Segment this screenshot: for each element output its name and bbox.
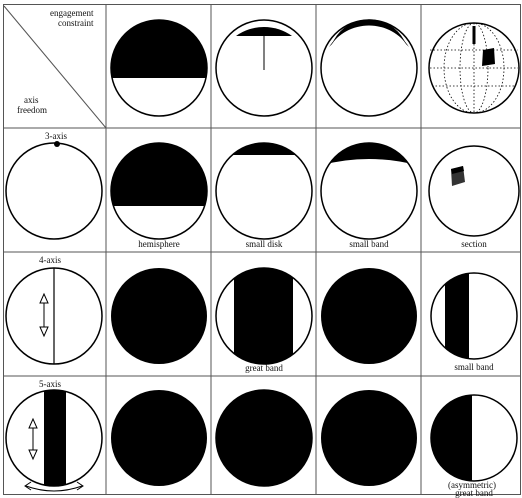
- sphere-asymmetric-great-band: [428, 394, 517, 484]
- sphere-full-4-axis-b: [321, 268, 417, 364]
- sphere-great-band: [216, 266, 312, 368]
- axis-pivot-dot: [54, 141, 60, 147]
- sphere-small-band-4-axis: [431, 270, 517, 362]
- double-arrow-icon: [40, 294, 48, 336]
- sphere-full-5-axis-b: [216, 388, 312, 488]
- caption-great-band: great band: [245, 364, 283, 373]
- caption-small-band-4-axis: small band: [454, 363, 493, 372]
- sphere-section-constraint: [429, 23, 519, 113]
- row-label-4-axis: 4-axis: [39, 256, 61, 265]
- caption-hemisphere: hemisphere: [138, 240, 179, 249]
- sphere-5-axis: [6, 388, 102, 491]
- sphere-small-band: [318, 143, 420, 239]
- caption-asymmetric-line2: great band: [455, 489, 493, 497]
- caption-section: section: [461, 240, 487, 249]
- row-label-5-axis: 5-axis: [39, 380, 61, 389]
- sphere-full-5-axis-a: [111, 390, 207, 486]
- sphere-small-disk-constraint: [216, 20, 312, 116]
- column-heading-line2: constraint: [58, 19, 94, 28]
- sphere-small-band-constraint: [321, 19, 417, 116]
- caption-small-band: small band: [349, 240, 388, 249]
- sphere-4-axis: [6, 268, 102, 364]
- row-heading-line2: freedom: [17, 106, 47, 115]
- row-label-3-axis: 3-axis: [45, 132, 67, 141]
- sphere-section: [429, 146, 519, 236]
- row-heading-line1: axis: [24, 96, 39, 105]
- sphere-3-axis: [6, 141, 102, 239]
- sphere-hemisphere: [106, 140, 212, 239]
- sphere-full-4-axis-a: [111, 268, 207, 364]
- caption-small-disk: small disk: [246, 240, 283, 249]
- double-arrow-icon: [29, 419, 37, 459]
- sphere-small-disk: [216, 143, 312, 239]
- sphere-full-5-axis-c: [321, 390, 417, 486]
- sphere-hemisphere-constraint: [106, 15, 212, 116]
- column-heading-line1: engagement: [50, 9, 93, 18]
